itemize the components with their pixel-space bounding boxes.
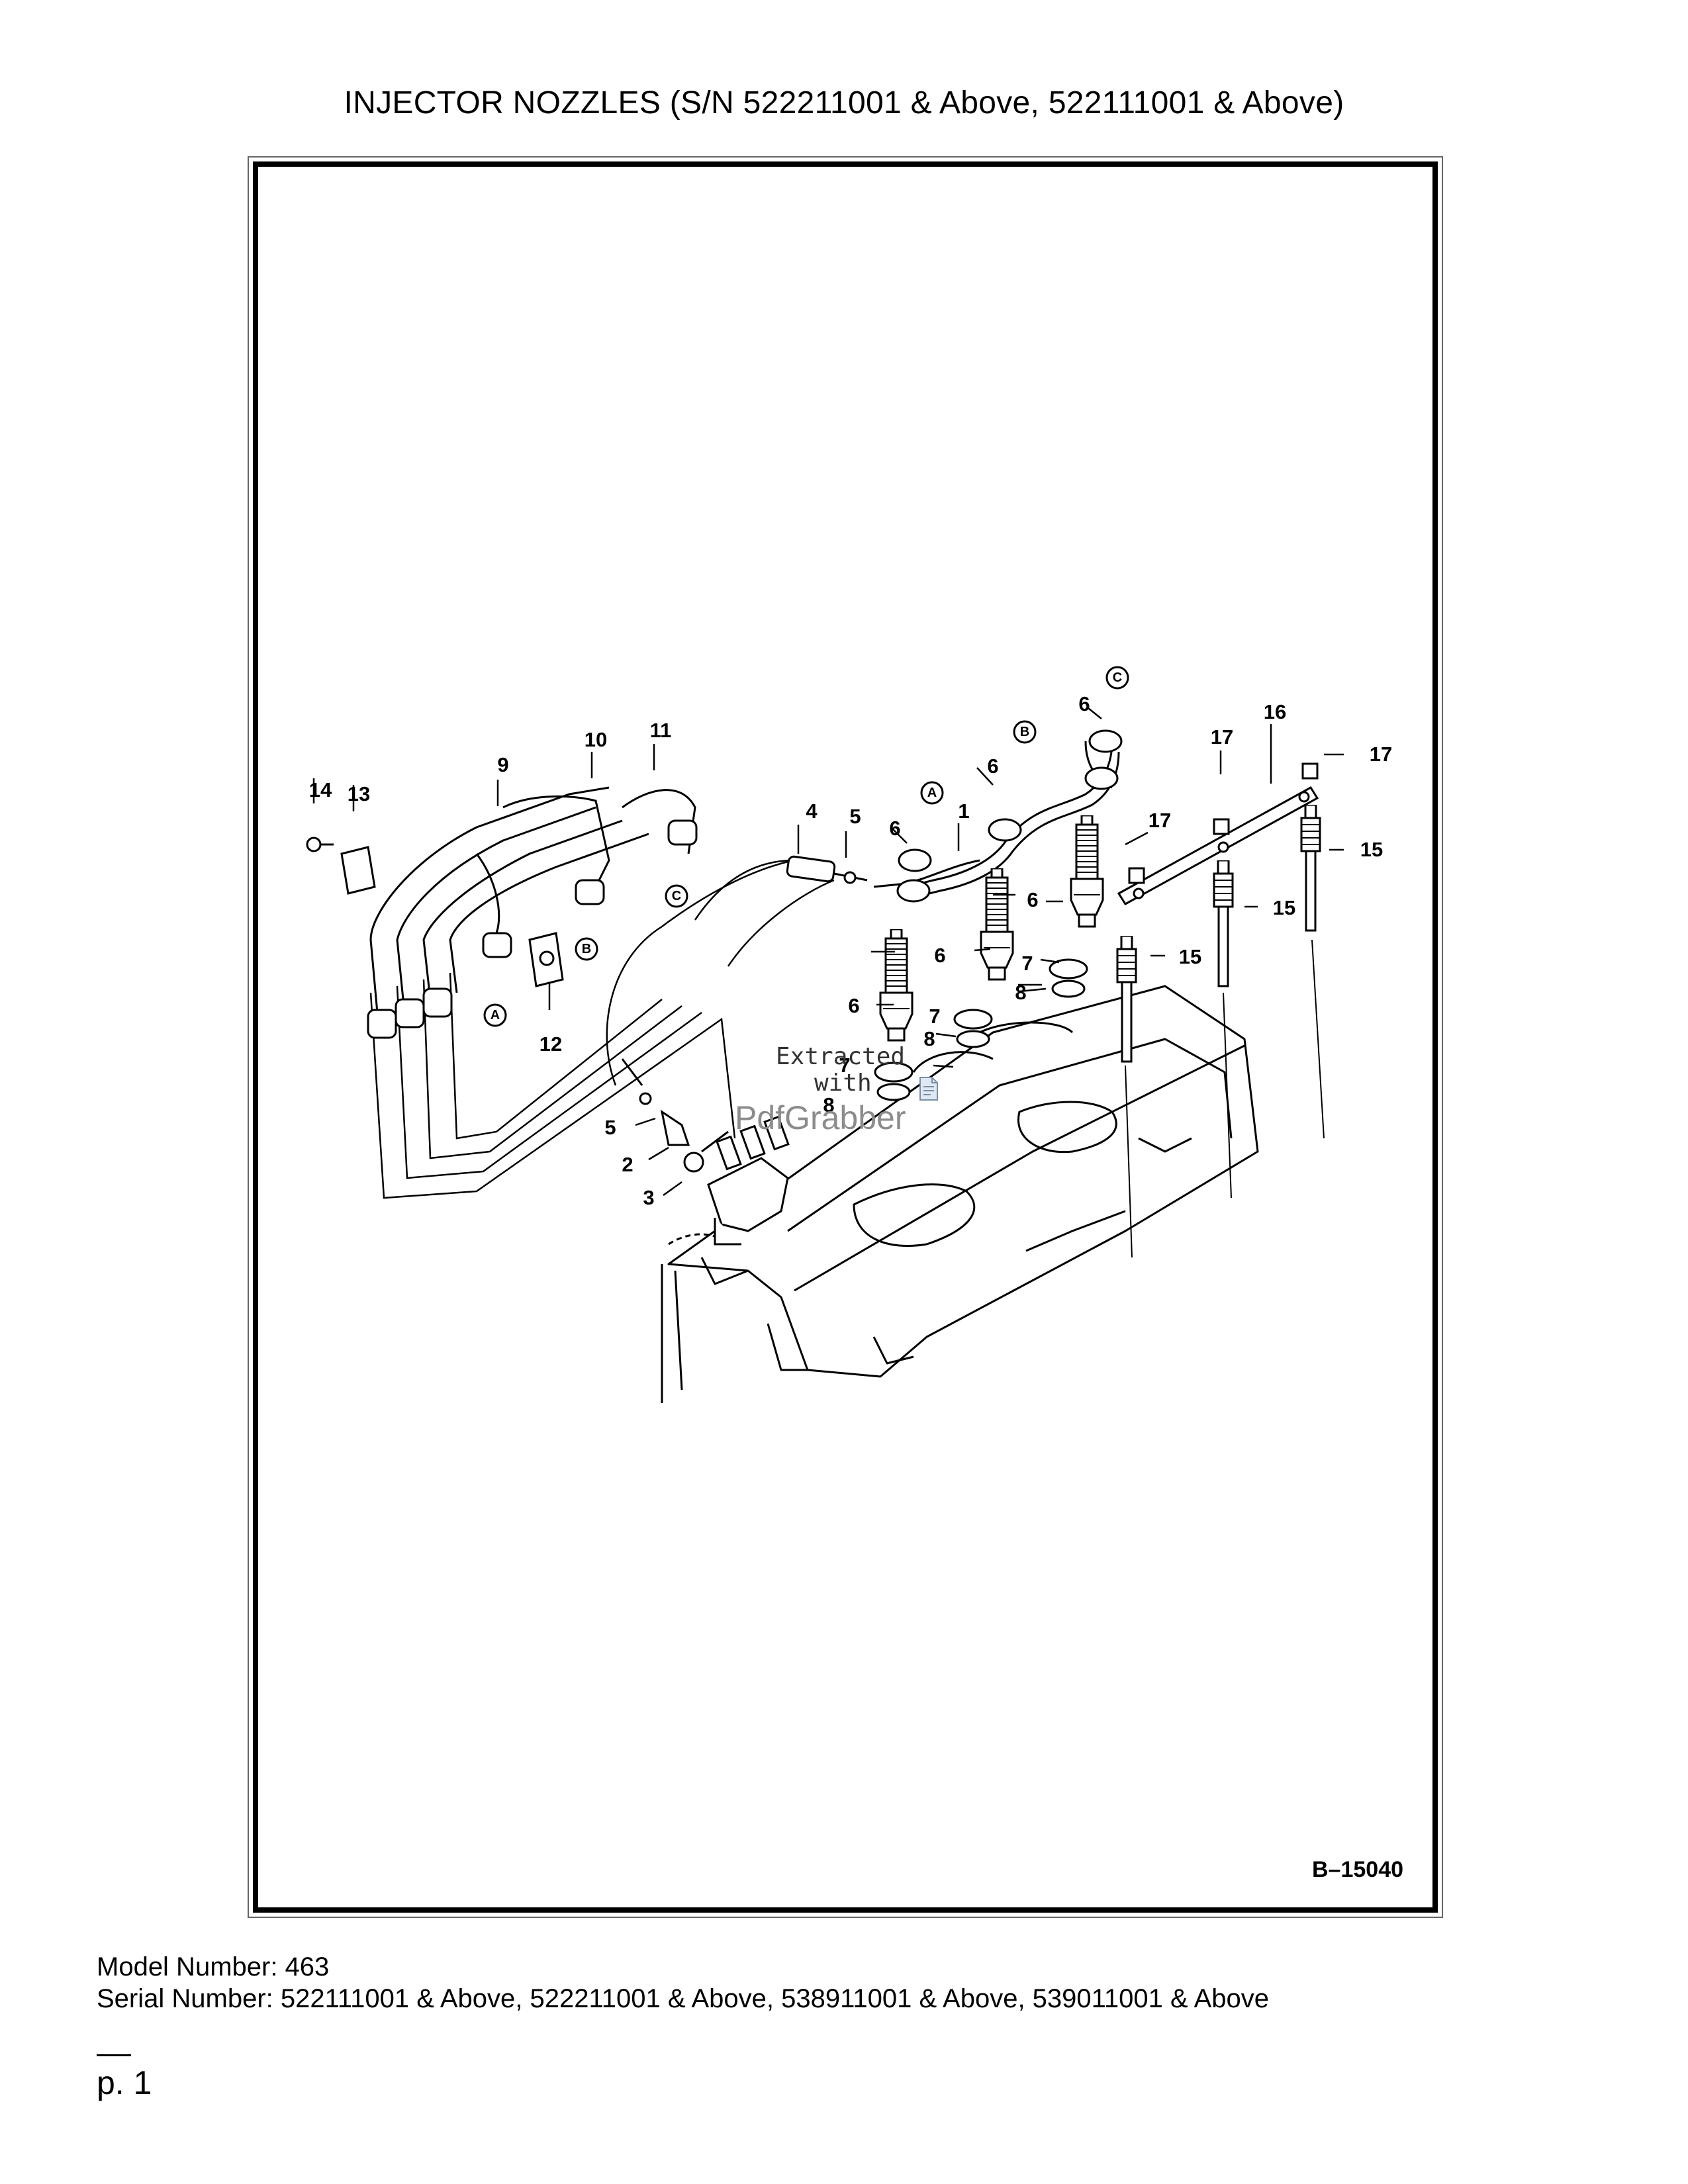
callout-12: 12 xyxy=(539,1032,562,1056)
callout-6-f: 6 xyxy=(1027,888,1038,911)
glow-plug-connector xyxy=(1117,762,1319,905)
pipe-clamps xyxy=(306,837,564,987)
serial-number: Serial Number: 522111001 & Above, 522211… xyxy=(97,1984,1270,2013)
leak-off-pipe xyxy=(621,855,980,1105)
connection-letter-c-lower: C xyxy=(672,889,681,903)
callout-3: 3 xyxy=(643,1186,654,1209)
nozzle-washers xyxy=(874,958,1088,1101)
callout-17-a: 17 xyxy=(1211,725,1233,749)
injection-pump xyxy=(707,1115,790,1246)
connection-letter-a-upper: A xyxy=(927,786,937,800)
connection-circles xyxy=(483,666,1129,1027)
callout-6-e: 6 xyxy=(848,994,859,1017)
callout-17-c: 17 xyxy=(1149,809,1171,832)
callout-1: 1 xyxy=(958,799,969,823)
feed-fittings xyxy=(660,1109,729,1173)
callout-15-b: 15 xyxy=(1273,896,1295,919)
callout-6-a: 6 xyxy=(889,817,900,840)
page-number: p. 1 xyxy=(97,2064,152,2101)
leader-lines xyxy=(312,707,1344,1197)
callout-6-c: 6 xyxy=(1078,692,1090,715)
injection-pipes xyxy=(369,786,696,1013)
callout-7-a: 7 xyxy=(929,1005,940,1028)
connection-letter-a-lower: A xyxy=(491,1008,500,1023)
figure-id: B–15040 xyxy=(1312,1857,1404,1882)
callout-10: 10 xyxy=(585,728,607,751)
callout-7-c: 7 xyxy=(839,1054,850,1077)
page-title: INJECTOR NOZZLES (S/N 522211001 & Above,… xyxy=(344,85,1344,120)
connection-letter-c-upper: C xyxy=(1113,670,1122,685)
callout-14: 14 xyxy=(309,778,332,801)
callout-6-b: 6 xyxy=(987,754,998,778)
callout-8-a: 8 xyxy=(923,1027,935,1050)
watermark-brand: PdfGrabber xyxy=(735,1099,906,1136)
callout-16: 16 xyxy=(1264,700,1286,723)
connection-letter-b-upper: B xyxy=(1020,725,1029,739)
callout-6-d: 6 xyxy=(934,944,945,967)
callout-15-c: 15 xyxy=(1179,945,1201,968)
pipe-nuts xyxy=(367,819,698,1039)
watermark-document-icon xyxy=(919,1077,938,1101)
upper-pipe-nuts xyxy=(896,729,1123,903)
return-line-guides xyxy=(369,859,835,1199)
watermark-with: with xyxy=(814,1069,872,1097)
callout-4: 4 xyxy=(806,799,818,823)
diagram-frame-outer xyxy=(248,156,1443,1918)
callout-5-lower: 5 xyxy=(604,1116,616,1139)
diagram-frame xyxy=(253,161,1438,1913)
callout-9: 9 xyxy=(497,753,508,776)
page-number-rule xyxy=(97,2054,131,2056)
connection-letter-b-lower: B xyxy=(582,942,591,956)
callout-17-b: 17 xyxy=(1370,743,1392,766)
callout-2: 2 xyxy=(622,1153,633,1176)
callout-13: 13 xyxy=(348,782,370,805)
watermark-extracted: Extracted xyxy=(776,1043,906,1070)
callout-8-b: 8 xyxy=(1015,981,1026,1004)
glow-plug-guides xyxy=(1125,939,1325,1258)
callout-11: 11 xyxy=(650,719,672,742)
callout-15-a: 15 xyxy=(1360,838,1383,861)
callout-8-c: 8 xyxy=(823,1093,834,1116)
callout-5-upper: 5 xyxy=(849,805,861,828)
callout-7-b: 7 xyxy=(1021,952,1033,975)
model-number: Model Number: 463 xyxy=(97,1952,330,1981)
